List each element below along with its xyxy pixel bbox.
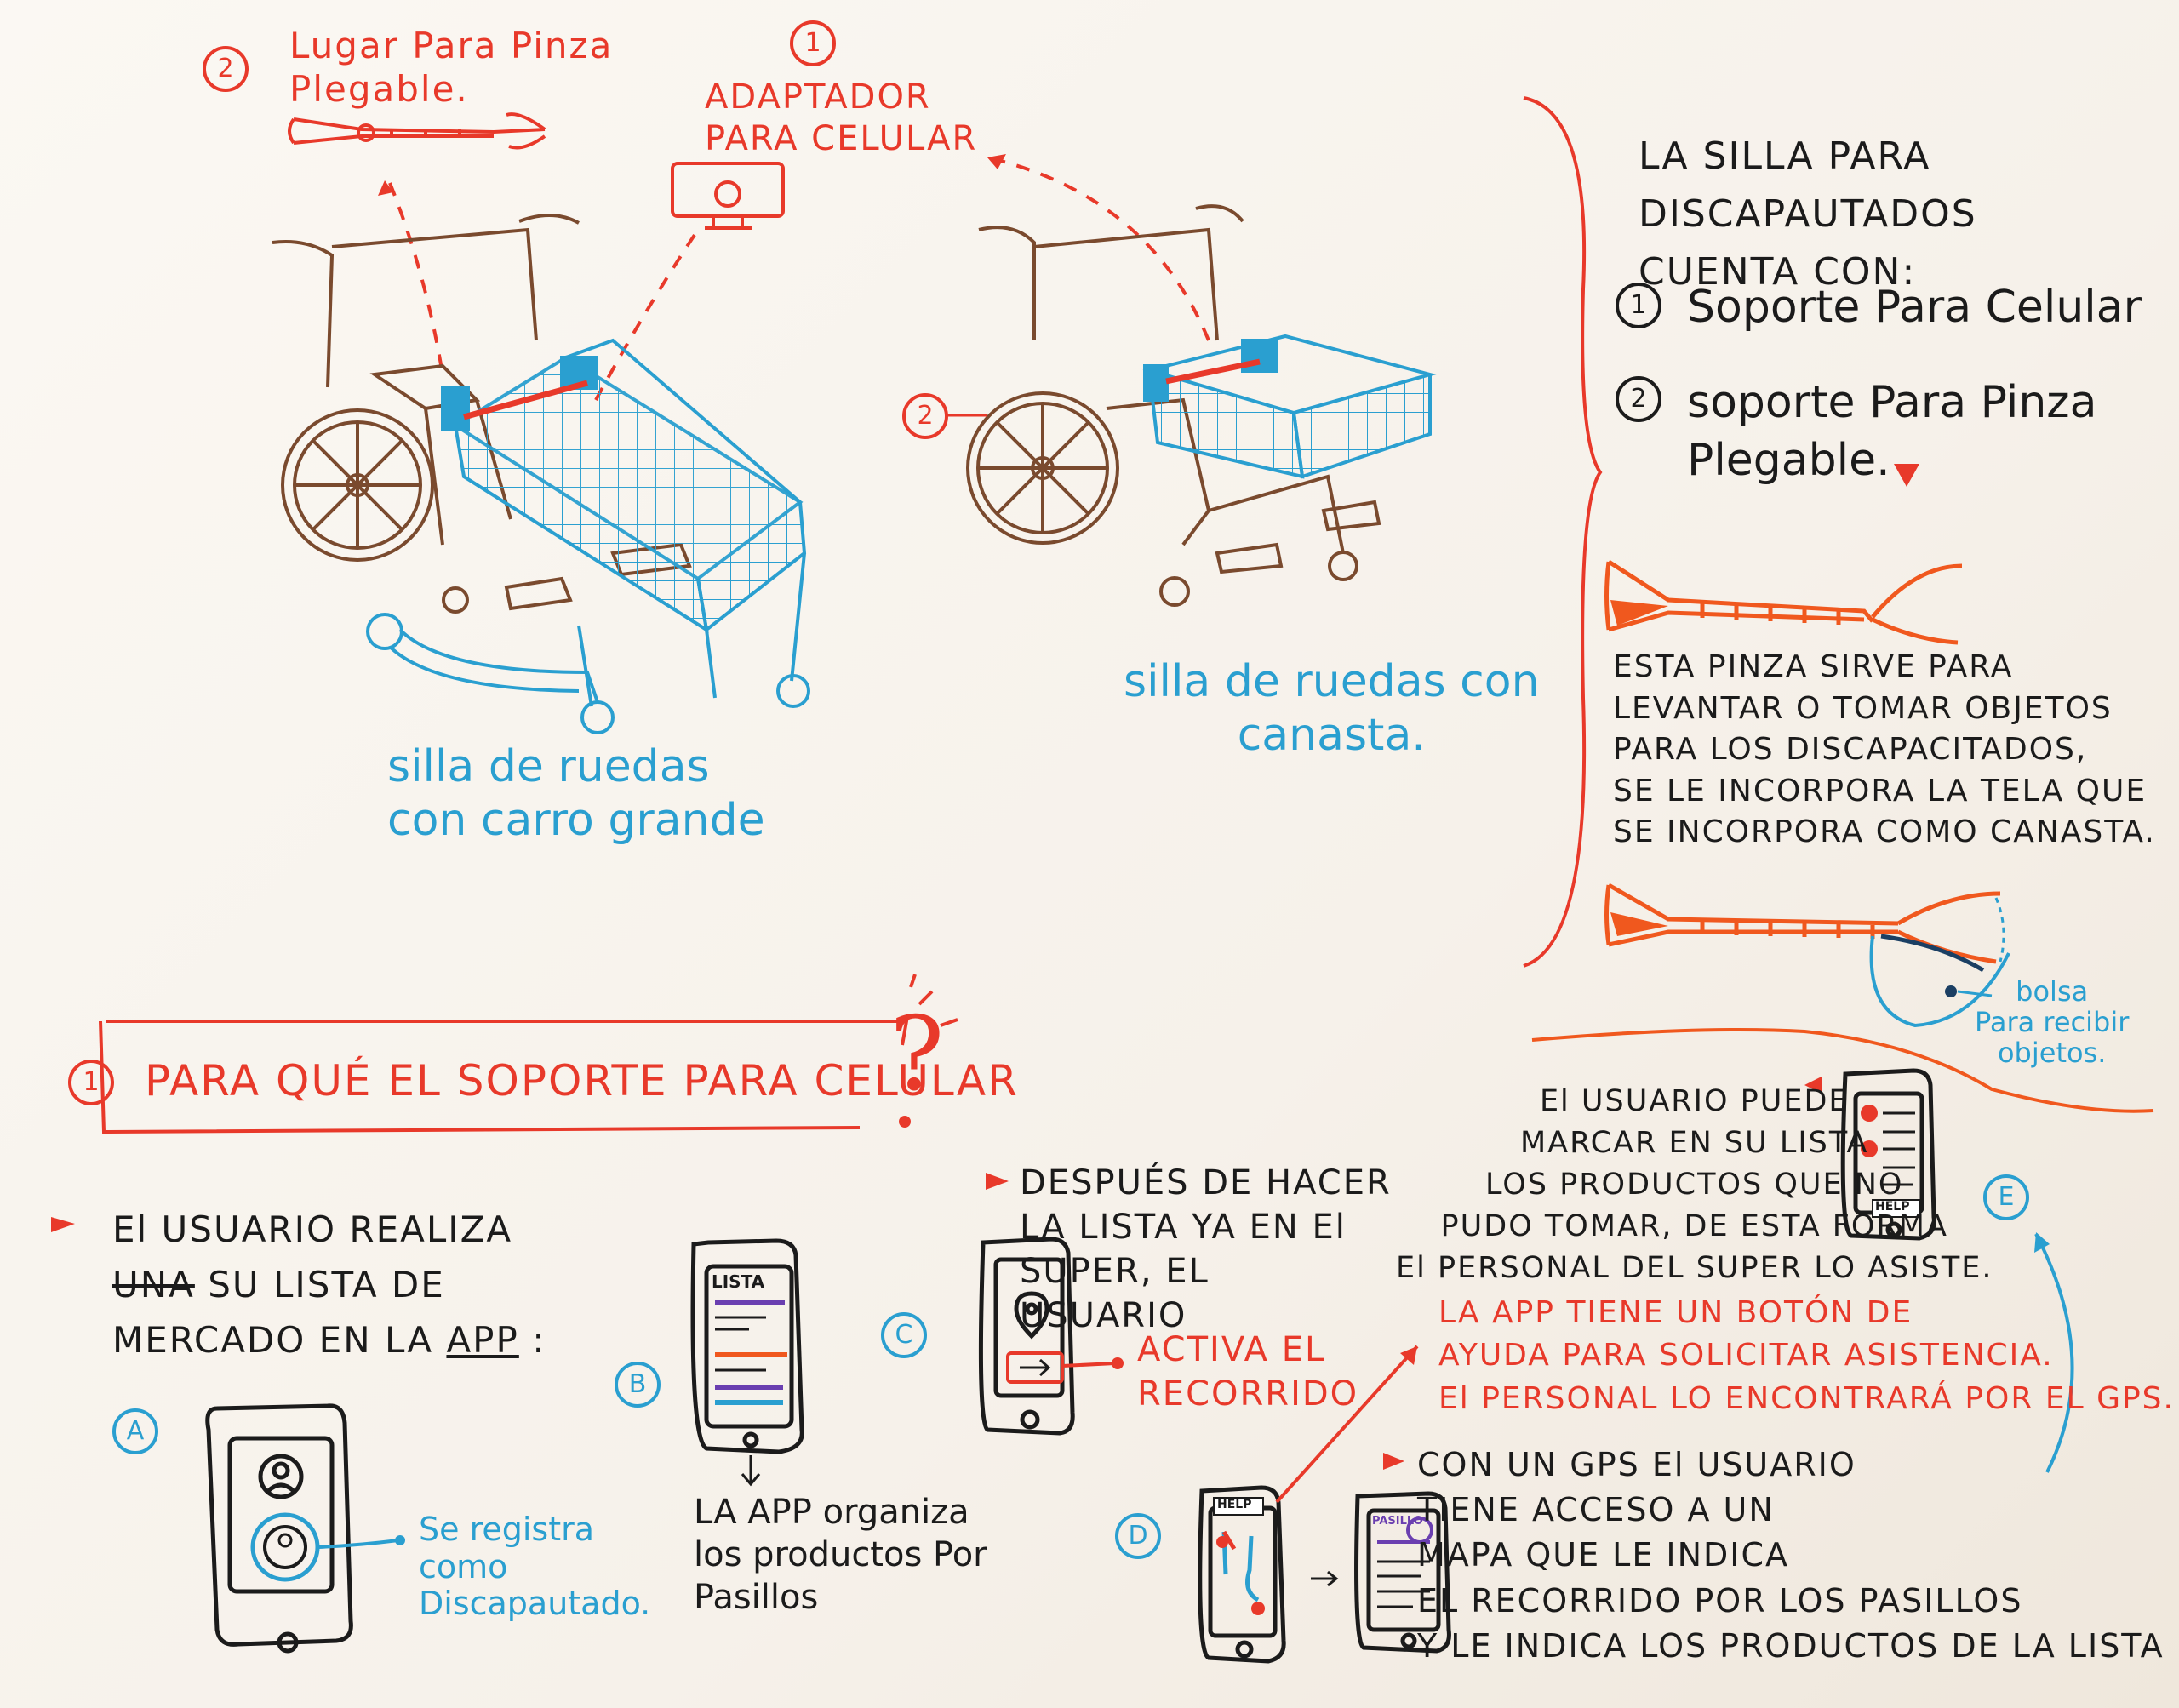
cart-left-sketch: [366, 338, 810, 734]
item1-text: Soporte Para Celular: [1687, 282, 2142, 333]
section-title-frame: [99, 974, 958, 1134]
pinza-description: ESTA PINZA SIRVE PARA LEVANTAR O TOMAR O…: [1613, 649, 2156, 850]
callout-2-text: Lugar Para Pinza Plegable.: [289, 25, 614, 111]
chair-left-caption: silla de ruedas con carro grande: [387, 741, 765, 847]
section-title: PARA QUÉ EL SOPORTE PARA CELULAR: [145, 1056, 1019, 1105]
phone-a-sketch: [205, 1403, 353, 1654]
item2-badge: 2: [1616, 376, 1661, 422]
item2-text: soporte Para Pinza Plegable.: [1687, 377, 2097, 486]
right-bracket: [1523, 96, 1603, 968]
phone-d2-sketch: [1354, 1491, 1451, 1654]
step-a-badge: A: [112, 1408, 158, 1454]
step-c-text: DESPUÉS DE HACER LA LISTA YA EN El SUPER…: [1020, 1163, 1392, 1335]
step-e-text: El USUARIO PUEDE MARCAR EN SU LISTA LOS …: [1396, 1084, 1993, 1285]
item1-badge: 1: [1616, 283, 1661, 328]
pinza-top-sketch: [288, 112, 546, 150]
pinza-right-1-sketch: [1604, 559, 1963, 645]
step-d-help: HELP: [1217, 1498, 1252, 1511]
chair-right-badge: 2: [902, 393, 948, 439]
phone-c-sketch: [978, 1237, 1075, 1436]
step-e-help: HELP: [1875, 1200, 1910, 1214]
callout-2-badge: 2: [203, 46, 249, 92]
right-panel-heading: LA SILLA PARA DISCAPAUTADOS CUENTA CON:: [1639, 134, 1977, 294]
help-button-text: LA APP TIENE UN BOTÓN DE AYUDA PARA SOLI…: [1438, 1295, 2175, 1416]
wheelchair-right-sketch: [966, 204, 1381, 607]
step-b-badge: B: [615, 1362, 661, 1408]
callout-1-text: ADAPTADOR PARA CELULAR: [705, 77, 978, 158]
dashed-leaders: [388, 156, 1210, 401]
step-d-screen2-title: PASILLO: [1372, 1515, 1423, 1528]
step-d-badge: D: [1115, 1513, 1161, 1559]
pinza-right-2-sketch: [1604, 883, 2001, 964]
question-mark: ?: [889, 996, 945, 1114]
step-b-text: LA APP organiza los productos Por Pasill…: [694, 1493, 987, 1617]
phone-adapter-sketch: [671, 162, 785, 230]
callout-1-badge: 1: [790, 20, 836, 66]
step-c-badge: C: [881, 1312, 927, 1358]
step-a-text: Se registra como Discapautado.: [419, 1511, 651, 1623]
step-b-screen-title: LISTA: [712, 1271, 765, 1292]
basket-right-sketch: [1142, 334, 1437, 479]
section-badge: 1: [68, 1060, 114, 1105]
chair-right-caption: silla de ruedas con canasta.: [1124, 656, 1540, 762]
phone-b-sketch: [690, 1238, 804, 1454]
bolsa-label: bolsa Para recibir objetos.: [1975, 975, 2130, 1069]
step-d-text: CON UN GPS El USUARIO TIENE ACCESO A UN …: [1417, 1446, 2165, 1665]
step-c-action: ACTIVA EL RECORRIDO: [1137, 1330, 1359, 1414]
step-e-badge: E: [1983, 1174, 2029, 1220]
